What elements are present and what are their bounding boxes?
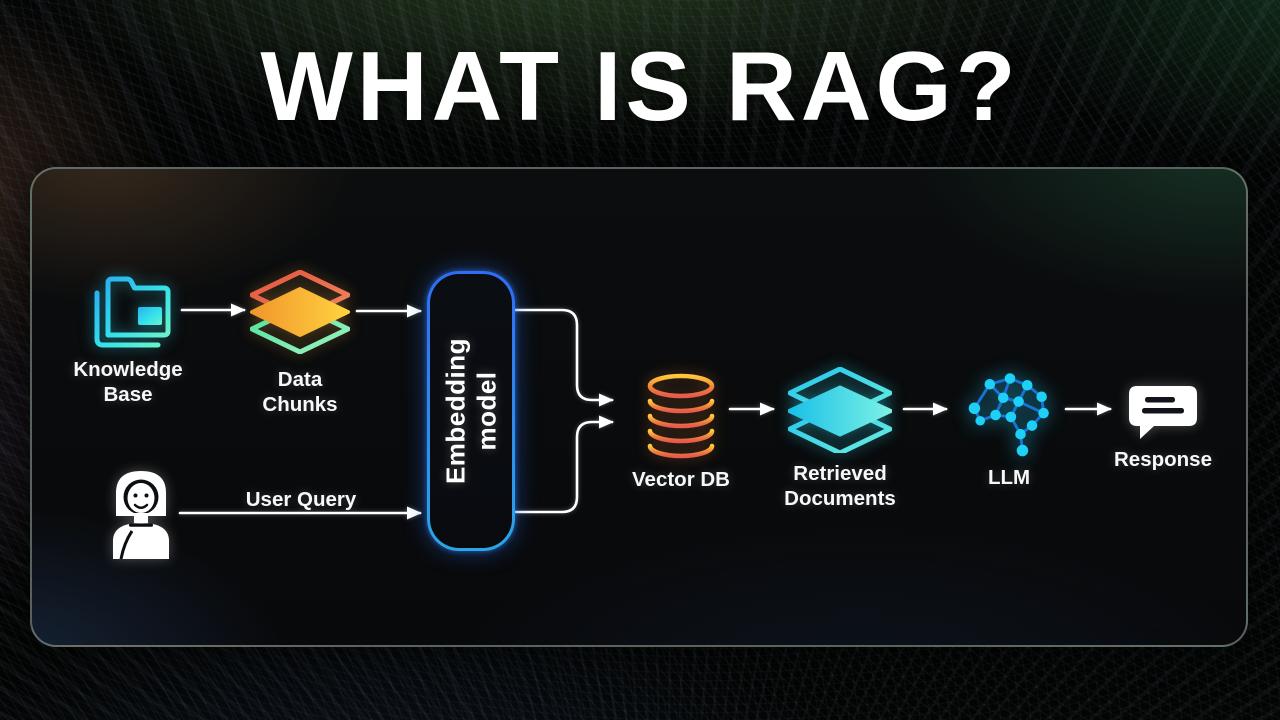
node-knowledge-base xyxy=(84,267,176,356)
node-data-chunks xyxy=(249,269,351,359)
node-user xyxy=(108,467,174,564)
brain-network-icon xyxy=(968,373,1049,457)
layer-stack-icon xyxy=(786,366,894,456)
node-response xyxy=(1125,382,1201,453)
embedding-model-label: Embedding model xyxy=(440,337,501,485)
llm-label: LLM xyxy=(987,466,1031,489)
node-vector-db xyxy=(641,372,721,465)
node-retrieved-documents xyxy=(786,366,894,458)
folder-stack-icon xyxy=(94,276,171,348)
embedding-model-capsule: Embedding model xyxy=(430,274,512,548)
diagram-panel: Knowledge Base D xyxy=(30,167,1248,647)
person-icon xyxy=(113,471,169,560)
arrow-embedding-to-vectordb-bottom xyxy=(513,415,614,514)
node-llm xyxy=(961,369,1057,466)
page-title: WHAT IS RAG? xyxy=(260,31,1020,141)
retrieved-documents-label: Retrieved Documents xyxy=(784,462,896,510)
arrow-embedding-to-vectordb-top xyxy=(513,308,614,407)
knowledge-base-label: Knowledge Base xyxy=(73,358,183,406)
layer-stack-icon xyxy=(249,269,351,355)
chat-bubble-icon xyxy=(1129,386,1197,439)
user-query-label: User Query xyxy=(245,488,357,511)
vector-db-label: Vector DB xyxy=(632,468,730,491)
data-chunks-label: Data Chunks xyxy=(262,368,338,416)
response-label: Response xyxy=(1114,448,1212,471)
flow-arrows xyxy=(178,303,1112,520)
node-embedding-model: Embedding model xyxy=(427,271,515,551)
database-icon xyxy=(647,373,715,459)
